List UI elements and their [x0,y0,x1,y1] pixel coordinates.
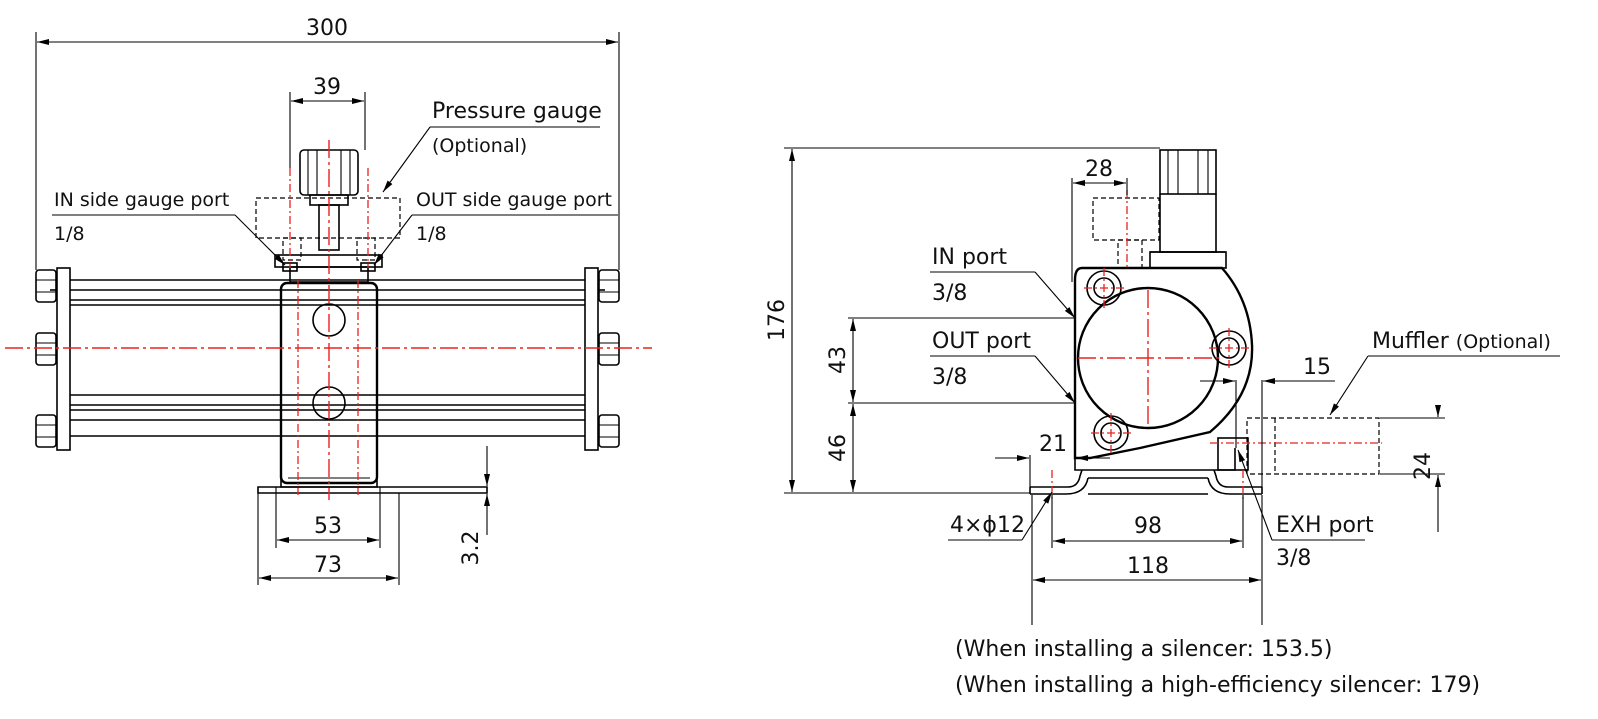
dim-24-label: 24 [1411,452,1436,480]
pressure-gauge-callout: Pressure gauge (Optional) [382,99,602,193]
dim-73-label: 73 [314,553,342,578]
exh-port-callout: EXH port 3/8 [1237,449,1374,571]
dim-28: 28 [1071,157,1128,282]
dim-53-label: 53 [314,514,342,539]
muffler [1217,417,1380,475]
in-port-label: IN port [932,245,1007,270]
dim-3-2-label: 3.2 [459,531,484,566]
dim-118-label: 118 [1127,554,1169,579]
dim-43-label: 43 [826,346,851,374]
out-gauge-port-size: 1/8 [416,223,447,245]
front-view: 300 39 Pressure gauge (Optional) IN side… [5,16,652,585]
out-port-size: 3/8 [932,365,967,390]
muffler-note-text: (Optional) [1456,331,1551,353]
gauge-manifold [255,149,401,283]
dim-39-label: 39 [313,75,341,100]
dim-15: 15 [1200,355,1335,487]
exh-port-label: EXH port [1276,513,1374,538]
left-nuts [35,269,57,448]
pressure-gauge-label: Pressure gauge [432,99,602,124]
left-centerlines [5,140,652,500]
dim-15-label: 15 [1303,355,1331,380]
cylinder-body [50,267,605,451]
exh-port-size: 3/8 [1276,546,1311,571]
dim-3-2: 3.2 [459,446,490,566]
muffler-label-text: Muffler [1372,329,1450,354]
right-centerlines [1051,190,1382,500]
side-view: 176 28 43 46 IN port 3/8 [765,147,1560,698]
dim-98: 98 [1051,495,1244,548]
dim-28-label: 28 [1085,157,1113,182]
right-nuts [598,269,620,448]
dim-73: 73 [257,493,400,585]
out-port-label: OUT port [932,329,1031,354]
in-gauge-port-callout: IN side gauge port 1/8 [52,189,286,266]
out-port-callout: OUT port 3/8 [930,329,1076,404]
in-gauge-port-label: IN side gauge port [54,189,229,211]
dim-300: 300 [35,16,620,270]
out-gauge-port-label: OUT side gauge port [416,189,612,211]
mount-holes-callout: 4×ϕ12 [948,491,1053,541]
in-port-size: 3/8 [932,281,967,306]
note-silencer: (When installing a silencer: 153.5) [955,637,1333,662]
dim-118: 118 [1031,495,1263,625]
out-gauge-port-callout: OUT side gauge port 1/8 [373,189,618,266]
mounting-bracket [257,472,488,494]
in-port-callout: IN port 3/8 [930,245,1076,319]
pressure-gauge-note: (Optional) [432,135,527,157]
in-gauge-port-size: 1/8 [54,223,85,245]
dim-24: 24 [1380,405,1445,532]
dim-98-label: 98 [1134,514,1162,539]
note-high-efficiency-silencer: (When installing a high-efficiency silen… [955,673,1480,698]
dim-176: 176 [765,147,1160,494]
top-regulator [1092,149,1227,269]
mount-holes-label: 4×ϕ12 [950,513,1025,538]
dim-53: 53 [275,487,381,548]
muffler-callout: Muffler (Optional) [1329,329,1560,416]
dim-43-46: 43 46 [826,317,1075,492]
dim-176-label: 176 [765,299,790,341]
dim-300-label: 300 [306,16,348,41]
muffler-label: Muffler (Optional) [1372,329,1551,354]
dim-46-label: 46 [826,434,851,462]
valve-body [1073,266,1254,471]
dim-21-label: 21 [1039,432,1067,457]
dim-39: 39 [289,75,366,168]
base-plate [1029,469,1263,495]
dim-21: 21 [995,432,1110,487]
